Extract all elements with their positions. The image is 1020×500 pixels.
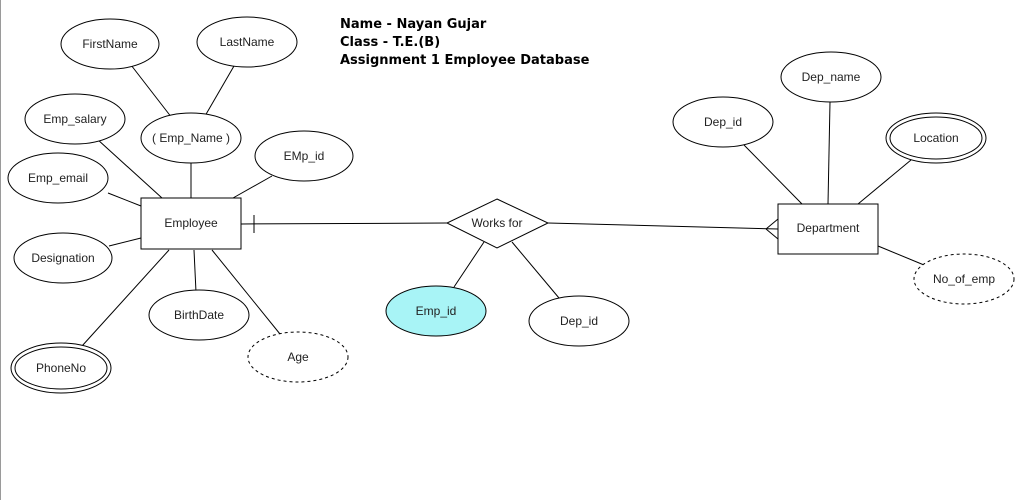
attr-age-label: Age [287, 350, 309, 364]
assignment-title: Assignment 1 Employee Database [340, 53, 590, 68]
line-email-employee [107, 192, 142, 207]
line-depname-department [827, 101, 831, 205]
attr-emp-id-label: EMp_id [284, 149, 325, 163]
dept-attr-dep-name: Dep_name [780, 51, 882, 103]
attr-age: Age [247, 331, 349, 383]
dept-attr-dep-id-label: Dep_id [704, 115, 742, 129]
attr-birthdate-label: BirthDate [174, 308, 224, 322]
line-depid-department [743, 144, 803, 205]
line-salary-employee [96, 138, 163, 199]
attr-lastname: LastName [196, 16, 298, 68]
line-worksfor-department [547, 222, 779, 230]
relationship-works-for-label: Works for [471, 216, 522, 230]
line-age-employee [211, 249, 281, 335]
attr-emp-email: Emp_email [7, 152, 109, 204]
attr-emp-name: ( Emp_Name ) [140, 112, 242, 164]
attr-phone-no: PhoneNo [10, 342, 112, 394]
dept-attr-location-label: Location [913, 131, 958, 145]
attr-firstname-label: FirstName [82, 37, 138, 51]
entity-department-label: Department [797, 221, 860, 235]
line-phone-employee [81, 249, 170, 347]
attr-birthdate: BirthDate [148, 289, 250, 341]
entity-employee-label: Employee [164, 216, 218, 230]
diagram-header: Name - Nayan Gujar Class - T.E.(B) Assig… [340, 16, 589, 70]
rel-attr-emp-id: Emp_id [385, 285, 487, 337]
line-empid-employee [232, 175, 273, 199]
attr-emp-id: EMp_id [254, 130, 354, 182]
entity-department: Department [777, 203, 879, 255]
attr-emp-salary: Emp_salary [24, 93, 126, 145]
line-noofemp-department [877, 245, 925, 266]
attr-designation-label: Designation [31, 251, 94, 265]
crowfoot-lower [765, 228, 779, 240]
line-birthdate-employee [193, 249, 197, 293]
dept-attr-location: Location [885, 112, 987, 164]
author-class: Class - T.E.(B) [340, 35, 441, 50]
line-firstname-empname [130, 64, 173, 119]
attr-emp-email-label: Emp_email [28, 171, 88, 185]
line-lastname-empname [204, 65, 235, 117]
author-name: Name - Nayan Gujar [340, 17, 487, 32]
attr-firstname: FirstName [60, 18, 160, 70]
attr-designation: Designation [13, 232, 113, 284]
dept-attr-dep-id: Dep_id [672, 96, 774, 148]
left-border [0, 0, 1, 500]
attr-phone-no-label: PhoneNo [36, 361, 86, 375]
attr-emp-salary-label: Emp_salary [43, 112, 106, 126]
crowfoot-upper [765, 218, 779, 230]
attr-emp-name-label: ( Emp_Name ) [152, 131, 230, 145]
entity-employee: Employee [140, 197, 242, 250]
line-designation-employee [108, 237, 142, 247]
dept-attr-no-of-emp-label: No_of_emp [933, 272, 995, 286]
line-worksfor-depid [511, 241, 560, 299]
rel-attr-dep-id: Dep_id [528, 295, 630, 347]
rel-attr-dep-id-label: Dep_id [560, 314, 598, 328]
relationship-works-for: Works for [445, 198, 550, 249]
attr-lastname-label: LastName [220, 35, 275, 49]
rel-attr-emp-id-label: Emp_id [416, 304, 457, 318]
line-worksfor-empid [453, 241, 485, 288]
dept-attr-no-of-emp: No_of_emp [913, 253, 1015, 305]
line-employee-worksfor [240, 222, 448, 225]
dept-attr-dep-name-label: Dep_name [802, 70, 861, 84]
line-location-department [857, 159, 912, 205]
connector-lines [81, 64, 925, 347]
